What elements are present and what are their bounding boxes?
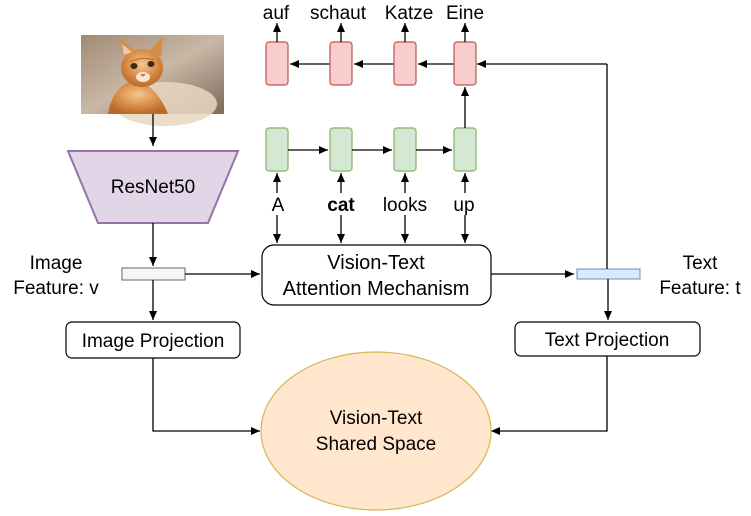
cat-image <box>81 35 224 126</box>
encoder-row <box>265 87 477 243</box>
arrow-image-projection-to-shared <box>152 358 260 435</box>
encoder-cell-looks <box>393 127 417 172</box>
decoder-row <box>265 23 477 86</box>
decoder-cell-katze <box>393 41 417 86</box>
arrow-text-projection-to-shared <box>491 356 608 435</box>
text-feature-bar <box>576 268 641 280</box>
resnet50-label: ResNet50 <box>111 177 196 198</box>
text-feature-label-line1: Text <box>683 253 719 274</box>
text-feature-label-line2: Feature: t <box>659 278 741 299</box>
image-feature-label-line1: Image <box>30 253 83 274</box>
image-feature-label-line2: Feature: v <box>13 278 99 299</box>
shared-space-label-line1: Vision-Text <box>330 408 423 429</box>
input-word-looks: looks <box>383 195 427 216</box>
output-word-auf: auf <box>263 3 290 24</box>
encoder-cell-cat <box>329 127 353 172</box>
attention-box <box>261 244 492 306</box>
decoder-cell-schaut <box>329 41 353 86</box>
input-word-a: A <box>272 195 285 216</box>
shared-space-label-line2: Shared Space <box>316 434 436 455</box>
output-word-eine: Eine <box>446 3 484 24</box>
input-word-up: up <box>453 195 474 216</box>
decoder-cell-auf <box>265 41 289 86</box>
encoder-cell-up <box>453 127 477 172</box>
input-word-cat: cat <box>327 195 355 216</box>
resnet50-block <box>66 150 240 224</box>
encoder-cell-a <box>265 127 289 172</box>
attention-label-line2: Attention Mechanism <box>283 278 470 300</box>
image-feature-bar <box>121 267 186 281</box>
image-projection-label: Image Projection <box>82 331 225 352</box>
text-projection-label: Text Projection <box>545 330 670 351</box>
output-word-schaut: schaut <box>310 3 367 24</box>
output-word-katze: Katze <box>385 3 434 24</box>
decoder-cell-eine <box>453 41 477 86</box>
attention-label-line1: Vision-Text <box>327 252 425 274</box>
shared-space-ellipse <box>260 351 492 511</box>
